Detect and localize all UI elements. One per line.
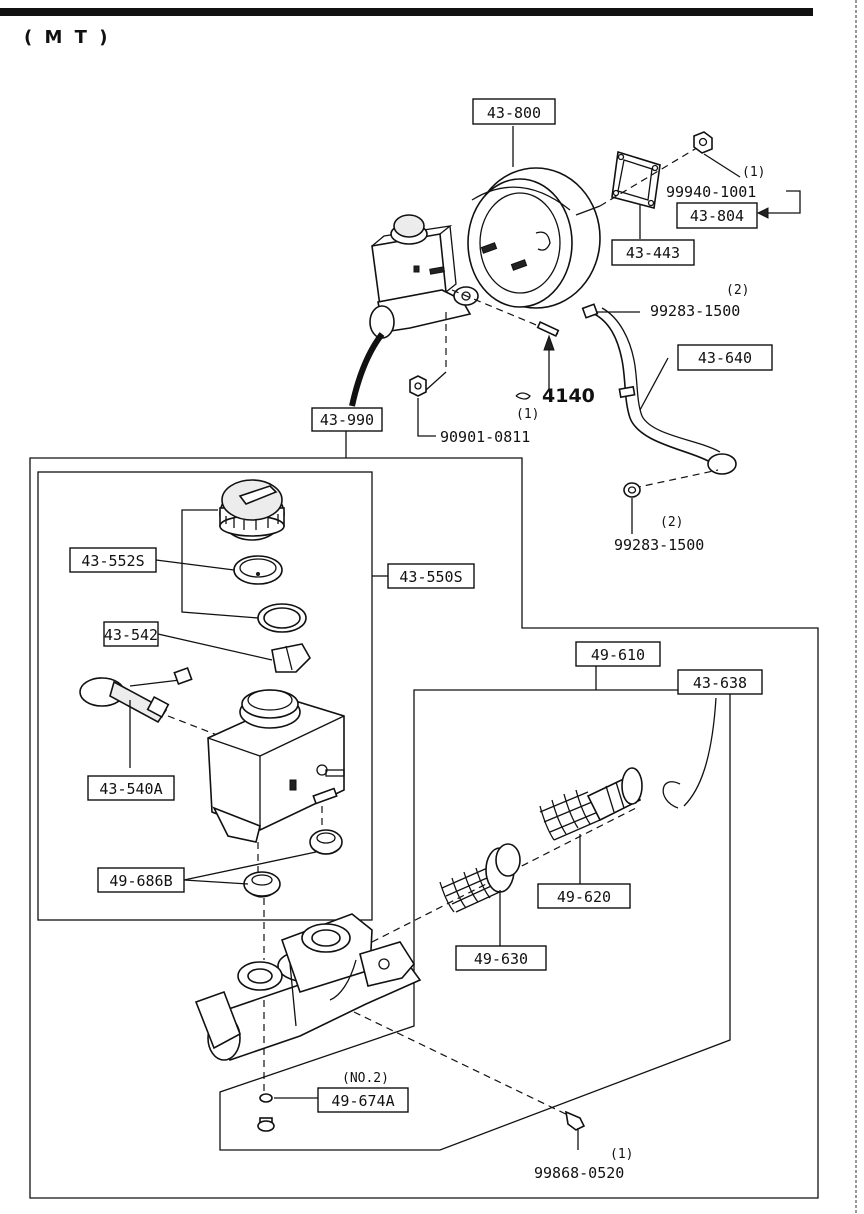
qty-clip-2: (2) (660, 515, 683, 530)
reservoir-cap[interactable] (219, 479, 285, 541)
svg-text:43-800: 43-800 (487, 104, 541, 122)
mounting-bolt[interactable] (564, 1110, 586, 1150)
label-49-630[interactable]: 49-630 (455, 945, 547, 971)
label-43-640[interactable]: 43-640 (677, 344, 773, 371)
cap-seal-ring[interactable] (257, 603, 307, 633)
stop-bolt-note: (NO.2) (342, 1071, 389, 1086)
svg-text:43-804: 43-804 (690, 207, 744, 225)
qty-nut-1: (1) (742, 165, 765, 180)
label-43-443[interactable]: 43-443 (611, 239, 695, 266)
part-bolt[interactable]: 99868-0520 (534, 1164, 624, 1182)
svg-text:43-550S: 43-550S (399, 568, 462, 586)
label-49-686B[interactable]: 49-686B (97, 867, 185, 893)
label-43-540A[interactable]: 43-540A (87, 775, 175, 801)
primary-piston[interactable] (539, 767, 643, 841)
fluid-level-sensor[interactable] (79, 666, 193, 724)
svg-text:49-630: 49-630 (474, 950, 528, 968)
piston-kit-frame (219, 689, 731, 1151)
label-43-804[interactable]: 43-804 (676, 202, 758, 229)
svg-text:49-620: 49-620 (557, 888, 611, 906)
label-49-610[interactable]: 49-610 (575, 641, 661, 667)
svg-text:43-540A: 43-540A (99, 780, 162, 798)
svg-text:43-542: 43-542 (104, 626, 158, 644)
hex-nut-cylinder[interactable] (409, 375, 427, 397)
qty-bolt: (1) (610, 1147, 633, 1162)
master-cylinder-body[interactable] (194, 913, 422, 1062)
part-nut-2[interactable]: 90901-0811 (440, 428, 530, 446)
grommet-left[interactable] (243, 871, 281, 898)
label-49-620[interactable]: 49-620 (537, 883, 631, 909)
reservoir-kit-frame (37, 471, 373, 921)
outer-assembly-frame (29, 457, 819, 1199)
label-43-800[interactable]: 43-800 (472, 98, 556, 125)
grommet-right[interactable] (309, 829, 343, 855)
hex-nut-booster[interactable] (693, 131, 713, 154)
cap-diaphragm[interactable] (233, 555, 283, 585)
pushrod-pin (536, 320, 560, 338)
hose-clip-lower[interactable] (623, 482, 641, 498)
svg-text:43-640: 43-640 (698, 349, 752, 367)
brake-booster[interactable] (467, 167, 601, 309)
label-49-674A[interactable]: 49-674A (317, 1087, 409, 1113)
fluid-reservoir[interactable] (207, 689, 345, 843)
label-43-550S[interactable]: 43-550S (387, 563, 475, 589)
svg-text:49-674A: 49-674A (331, 1092, 394, 1110)
label-43-552S[interactable]: 43-552S (69, 547, 157, 573)
master-cylinder-small[interactable] (369, 214, 479, 339)
svg-text:49-610: 49-610 (591, 646, 645, 664)
top-rule (0, 8, 813, 16)
svg-text:43-552S: 43-552S (81, 552, 144, 570)
label-43-542[interactable]: 43-542 (103, 621, 159, 647)
svg-text:43-638: 43-638 (693, 674, 747, 692)
booster-gasket[interactable] (611, 150, 661, 210)
label-43-990[interactable]: 43-990 (311, 407, 383, 432)
part-clip-2[interactable]: 99283-1500 (614, 536, 704, 554)
vacuum-hose[interactable] (581, 303, 737, 475)
page-title: ( M T ) (24, 27, 110, 48)
svg-text:43-443: 43-443 (626, 244, 680, 262)
svg-text:49-686B: 49-686B (109, 872, 172, 890)
qty-nut-2: (1) (516, 407, 539, 422)
svg-text:43-990: 43-990 (320, 411, 374, 429)
label-43-638[interactable]: 43-638 (677, 669, 763, 695)
stop-bolt-assembly[interactable] (257, 1093, 275, 1132)
ref-section[interactable]: 4140 (542, 385, 595, 407)
part-nut-1[interactable]: 99940-1001 (666, 183, 756, 201)
cap-retainer[interactable] (271, 643, 311, 673)
part-clip-1[interactable]: 99283-1500 (650, 302, 740, 320)
snap-ring[interactable] (662, 781, 681, 809)
qty-clip-1: (2) (726, 283, 749, 298)
